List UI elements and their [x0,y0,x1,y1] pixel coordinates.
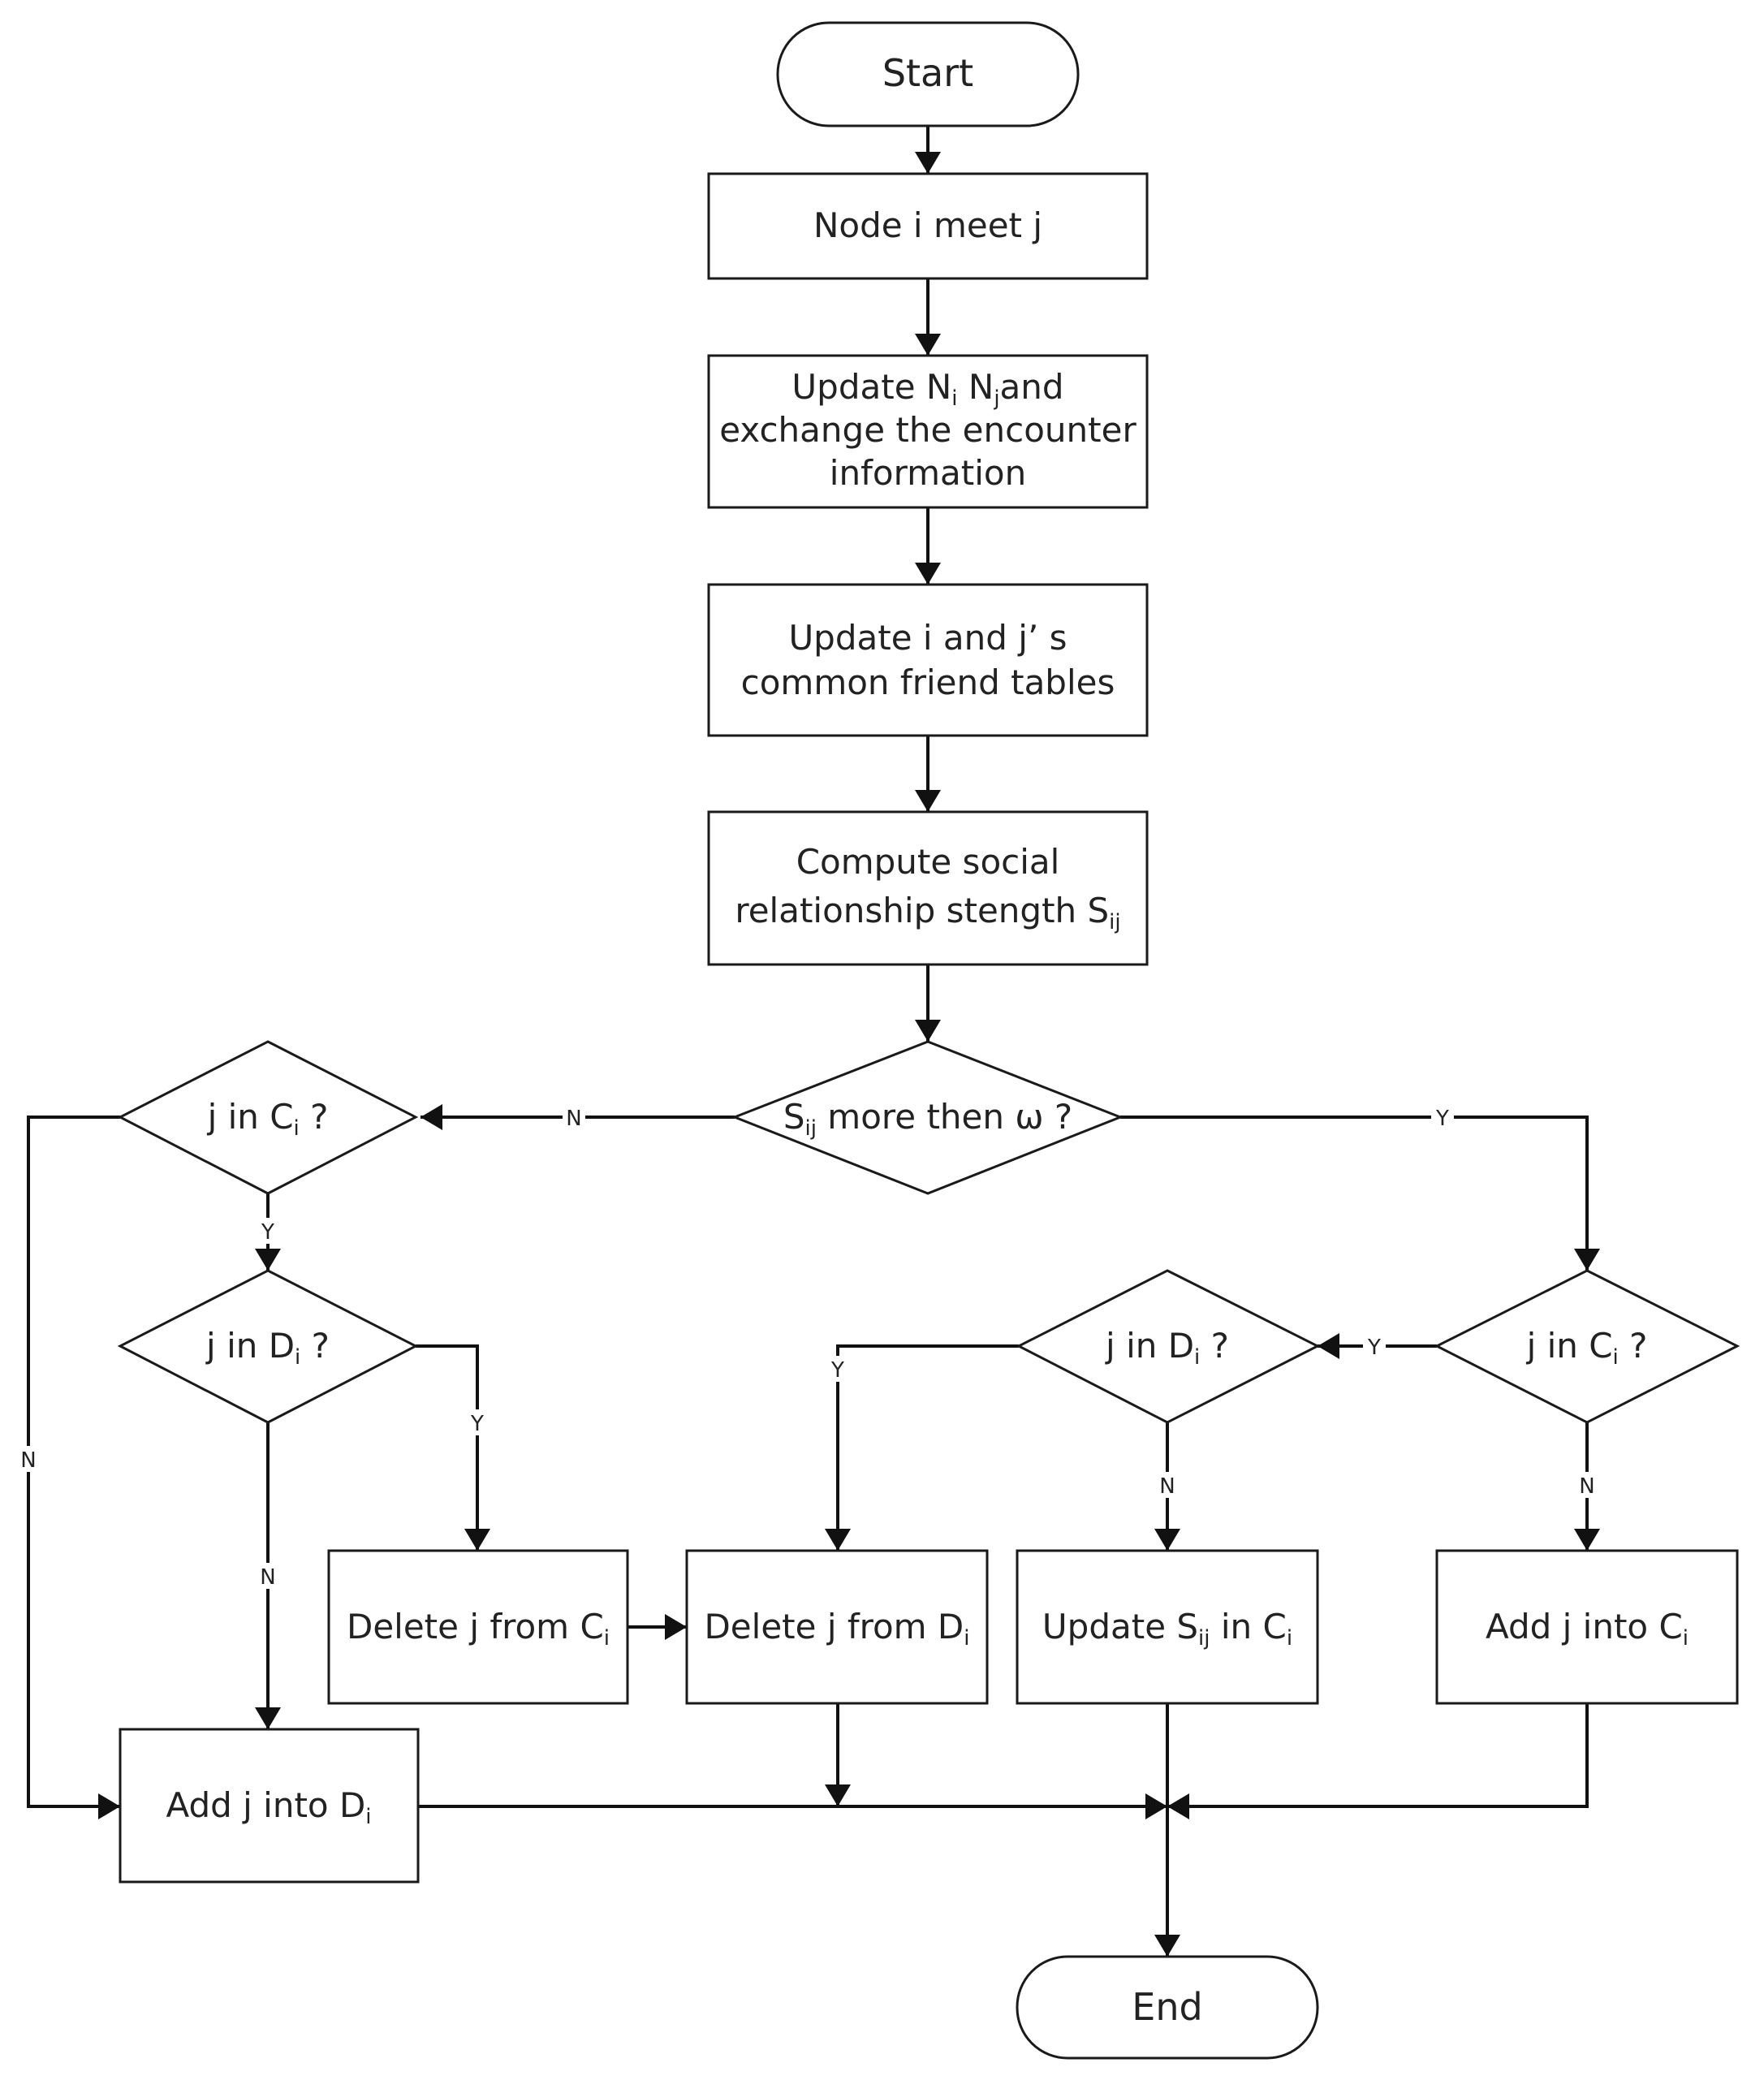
node-add-into-d: Add j into Di [119,1728,420,1884]
node-left-in-d-decision: j in Di ? [117,1269,419,1424]
edge-label-left-d-no: N [260,1565,275,1590]
delete-from-d-label: Delete j from Di [704,1607,969,1651]
update-n-line-2: exchange the encounter [719,410,1136,450]
add-into-c-label: Add j into Ci [1486,1607,1689,1651]
compute-line-2: relationship stength Sij [735,891,1120,934]
arrow-add-c-to-end [1167,1703,1589,1808]
node-right-in-d-decision: j in Di ? [1016,1269,1321,1424]
node-update-s: Update Sij in Ci [1016,1549,1319,1705]
meet-label: Node i meet j [813,205,1042,245]
edge-label-threshold-no: N [566,1107,581,1131]
left-in-c-label: j in Ci ? [207,1097,329,1141]
edge-label-right-c-no: N [1579,1474,1594,1499]
node-meet: Node i meet j [707,172,1149,280]
compute-line-1: Compute social [796,842,1060,882]
threshold-label: Sij more then ω ? [783,1097,1072,1141]
arrow-left-c-no [27,1116,120,1808]
edge-label-right-c-yes: Y [1367,1336,1381,1360]
left-in-d-label: j in Di ? [205,1326,330,1370]
node-left-in-c-decision: j in Ci ? [117,1040,419,1195]
node-threshold-decision: Sij more then ω ? [731,1040,1124,1195]
edge-label-right-d-no: N [1159,1474,1175,1499]
node-delete-from-d: Delete j from Di [685,1549,989,1705]
edge-label-right-d-yes: Y [830,1358,844,1383]
edge-label-left-c-no: N [20,1448,36,1473]
edge-label-left-d-yes: Y [470,1412,484,1436]
arrow-threshold-yes [1120,1116,1589,1271]
edge-labels: N Y Y N Y N Y N Y N [17,1104,1598,1590]
node-start: Start [776,21,1080,127]
update-s-label: Update Sij in Ci [1042,1607,1292,1651]
edge-label-left-c-yes: Y [261,1220,274,1245]
right-in-c-label: j in Ci ? [1526,1326,1648,1370]
node-compute: Compute social relationship stength Sij [707,810,1149,966]
node-add-into-c: Add j into Ci [1435,1549,1739,1705]
delete-from-c-label: Delete j from Ci [347,1607,610,1651]
start-label: Start [882,51,973,95]
update-tables-line-1: Update i and j’ s [788,618,1067,658]
add-into-d-label: Add j into Di [166,1785,371,1829]
node-update-n: Update Ni Njand exchange the encounter i… [707,354,1149,509]
update-n-line-3: information [830,453,1026,493]
node-right-in-c-decision: j in Ci ? [1434,1269,1740,1424]
update-n-line-1: Update Ni Njand [791,367,1063,411]
end-label: End [1132,1985,1202,2029]
update-tables-line-2: common friend tables [741,662,1115,702]
arrow-left-d-yes [416,1344,479,1551]
right-in-d-label: j in Di ? [1105,1326,1229,1370]
arrow-right-d-yes [836,1344,1019,1551]
edge-label-threshold-yes: Y [1435,1107,1449,1131]
node-end: End [1016,1955,1319,2060]
node-update-tables: Update i and j’ s common friend tables [707,583,1149,737]
node-delete-from-c: Delete j from Ci [327,1549,629,1705]
